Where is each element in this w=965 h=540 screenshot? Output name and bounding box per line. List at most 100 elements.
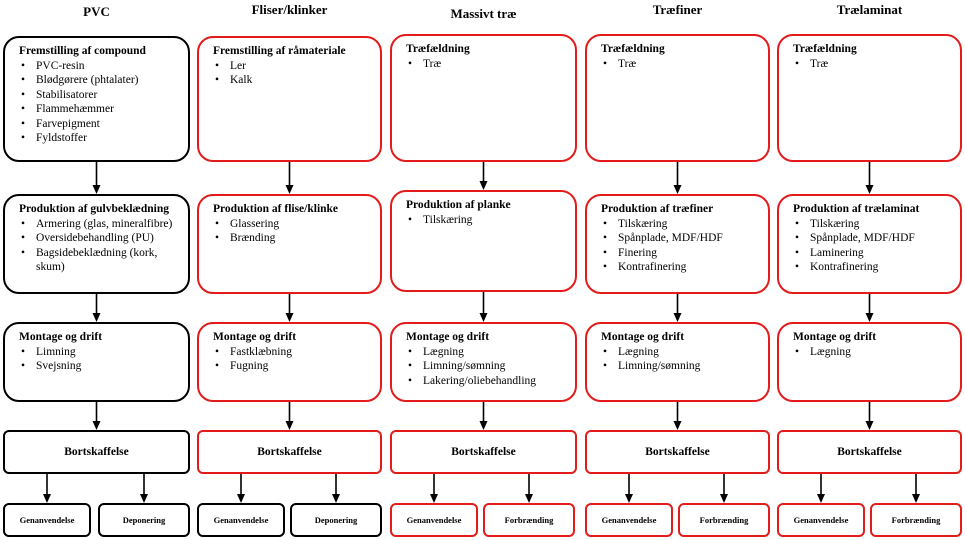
- column-wood-veneer: Træfiner Træfældning Træ Produktion af t…: [585, 0, 770, 540]
- stage-heading: Montage og drift: [601, 331, 685, 343]
- list-item: Fugning: [213, 359, 370, 374]
- arrow-head: [92, 313, 101, 322]
- stage-items: Fastklæbning Fugning: [213, 345, 370, 374]
- stage-disposal: Bortskaffelse: [585, 430, 770, 474]
- stage-items: Limning Svejsning: [19, 345, 178, 374]
- stage-items: Tilskæring Spånplade, MDF/HDF Laminering…: [793, 217, 950, 275]
- list-item: Blødgørere (phtalater): [19, 73, 178, 88]
- stage-items: Tilskæring: [406, 213, 565, 228]
- end-incineration: Forbrænding: [678, 503, 770, 537]
- stage-items: Træ: [406, 57, 565, 72]
- arrow-head: [865, 421, 874, 430]
- list-item: Tilskæring: [601, 217, 758, 232]
- list-item: Træ: [601, 57, 758, 72]
- stage-items: Lægning Limning/sømning: [601, 345, 758, 374]
- stage-heading: Produktion af gulvbeklædning: [19, 203, 169, 215]
- stage-installation: Montage og drift Lægning: [777, 322, 962, 402]
- stage-heading: Montage og drift: [793, 331, 877, 343]
- stage-installation: Montage og drift Fastklæbning Fugning: [197, 322, 382, 402]
- end-recycling: Genanvendelse: [3, 503, 91, 537]
- list-item: Lægning: [793, 345, 950, 360]
- arrow-head: [92, 185, 101, 194]
- stage-heading: Produktion af planke: [406, 199, 511, 211]
- arrow-head: [237, 494, 245, 503]
- column-title: Trælaminat: [836, 2, 903, 17]
- column-wood-laminate: Trælaminat Træfældning Træ Produktion af…: [777, 0, 962, 540]
- stage-heading: Montage og drift: [406, 331, 490, 343]
- list-item: Kontrafinering: [793, 260, 950, 275]
- stage-heading: Montage og drift: [213, 331, 297, 343]
- list-item: Svejsning: [19, 359, 178, 374]
- arrow-head: [430, 494, 438, 503]
- arrow-head: [285, 185, 294, 194]
- arrow-head: [525, 494, 533, 503]
- stage-production: Produktion af trælaminat Tilskæring Spån…: [777, 194, 962, 294]
- list-item: Finering: [601, 246, 758, 261]
- end-recycling: Genanvendelse: [777, 503, 865, 537]
- list-item: Brænding: [213, 231, 370, 246]
- stage-disposal: Bortskaffelse: [777, 430, 962, 474]
- stage-disposal: Bortskaffelse: [3, 430, 190, 474]
- list-item: Farvepigment: [19, 117, 178, 132]
- arrow-head: [479, 313, 488, 322]
- stage-installation: Montage og drift Lægning Limning/sømning…: [390, 322, 577, 402]
- stage-items: Lægning Limning/sømning Lakering/oliebeh…: [406, 345, 565, 389]
- arrow-head: [673, 313, 682, 322]
- end-recycling: Genanvendelse: [390, 503, 478, 537]
- stage-heading: Montage og drift: [19, 331, 103, 343]
- stage-heading: Fremstilling af compound: [19, 45, 146, 57]
- list-item: Tilskæring: [793, 217, 950, 232]
- list-item: Limning/sømning: [601, 359, 758, 374]
- list-item: Kontrafinering: [601, 260, 758, 275]
- list-item: Laminering: [793, 246, 950, 261]
- list-item: PVC-resin: [19, 59, 178, 74]
- list-item: Spånplade, MDF/HDF: [793, 231, 950, 246]
- stage-items: PVC-resin Blødgørere (phtalater) Stabili…: [19, 59, 178, 146]
- stage-disposal: Bortskaffelse: [197, 430, 382, 474]
- list-item: Limning/sømning: [406, 359, 565, 374]
- arrow-head: [285, 313, 294, 322]
- arrow-head: [673, 421, 682, 430]
- stage-production: Produktion af flise/klinke Glassering Br…: [197, 194, 382, 294]
- list-item: Bagsidebeklædning (kork, skum): [19, 246, 178, 275]
- stage-heading: Produktion af flise/klinke: [213, 203, 339, 215]
- stage-heading: Træfældning: [601, 43, 665, 55]
- column-title: PVC: [83, 4, 110, 19]
- stage-items: Armering (glas, mineralfibre) Oversidebe…: [19, 217, 178, 275]
- stage-disposal: Bortskaffelse: [390, 430, 577, 474]
- arrow-head: [720, 494, 728, 503]
- stage-heading: Fremstilling af råmateriale: [213, 45, 346, 57]
- column-tiles: Fliser/klinker Fremstilling af råmateria…: [197, 0, 382, 540]
- list-item: Spånplade, MDF/HDF: [601, 231, 758, 246]
- stage-items: Træ: [793, 57, 950, 72]
- end-incineration: Forbrænding: [483, 503, 575, 537]
- stage-production: Produktion af træfiner Tilskæring Spånpl…: [585, 194, 770, 294]
- stage-raw-material: Fremstilling af råmateriale Ler Kalk: [197, 36, 382, 162]
- list-item: Flammehæmmer: [19, 102, 178, 117]
- arrow-head: [817, 494, 825, 503]
- arrow-head: [140, 494, 148, 503]
- arrow-head: [479, 181, 488, 190]
- stage-installation: Montage og drift Limning Svejsning: [3, 322, 190, 402]
- end-incineration: Forbrænding: [870, 503, 962, 537]
- arrow-head: [285, 421, 294, 430]
- arrow-head: [625, 494, 633, 503]
- list-item: Fyldstoffer: [19, 131, 178, 146]
- list-item: Kalk: [213, 73, 370, 88]
- column-title: Massivt træ: [450, 6, 517, 21]
- column-pvc: PVC Fremstilling af compound PVC-resin B…: [3, 0, 190, 540]
- stage-heading: Træfældning: [793, 43, 857, 55]
- list-item: Lægning: [406, 345, 565, 360]
- list-item: Træ: [406, 57, 565, 72]
- stage-raw-material: Træfældning Træ: [585, 34, 770, 162]
- stage-items: Ler Kalk: [213, 59, 370, 88]
- stage-raw-material: Træfældning Træ: [777, 34, 962, 162]
- list-item: Fastklæbning: [213, 345, 370, 360]
- end-landfill: Deponering: [290, 503, 382, 537]
- list-item: Armering (glas, mineralfibre): [19, 217, 178, 232]
- stage-heading: Træfældning: [406, 43, 470, 55]
- end-recycling: Genanvendelse: [197, 503, 285, 537]
- end-recycling: Genanvendelse: [585, 503, 673, 537]
- column-title: Fliser/klinker: [251, 2, 328, 17]
